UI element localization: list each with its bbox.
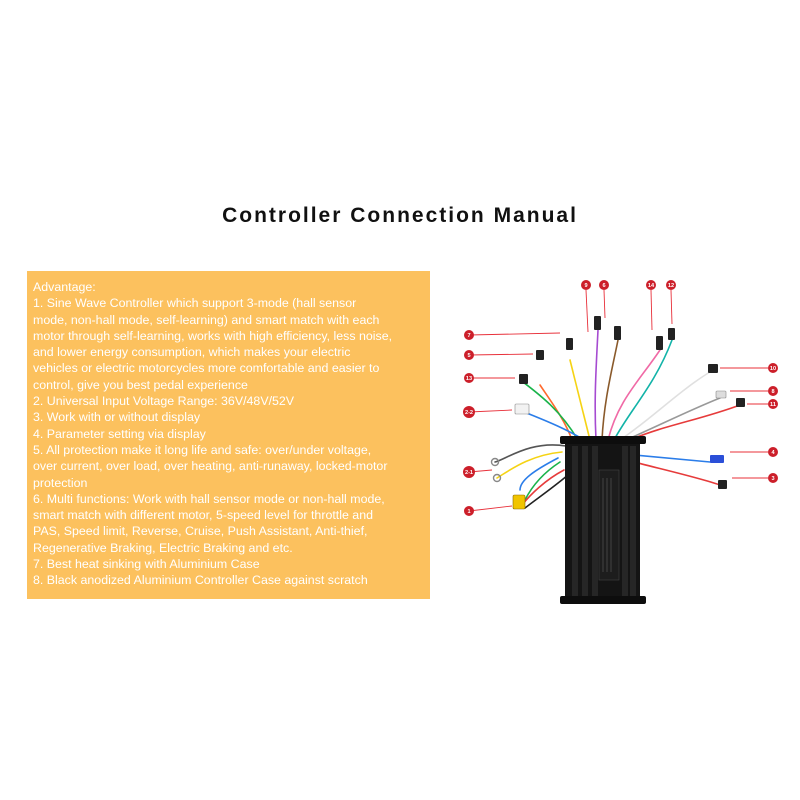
- advantage-line: Advantage:: [33, 280, 96, 294]
- callout-label: 2-1: [465, 470, 473, 476]
- callout-11: 11: [768, 399, 778, 409]
- callout-2-1: 2-1: [463, 466, 475, 478]
- callout-label: 8: [771, 389, 774, 395]
- advantage-line: 2. Universal Input Voltage Range: 36V/48…: [33, 394, 295, 409]
- advantage-line: vehicles or electric motorcycles more co…: [33, 361, 380, 376]
- callout-4: 4: [768, 447, 778, 457]
- controller-diagram: 9 6 14 12 7 5 10 13 8 2-2 11 4: [463, 280, 778, 604]
- callout-label: 2-2: [465, 410, 473, 416]
- wire-bundle: [494, 329, 741, 509]
- callout-label: 10: [770, 366, 776, 372]
- advantage-line: mode, non-hall mode, self-learning) and …: [33, 312, 380, 327]
- callout-10: 10: [768, 363, 778, 373]
- advantage-line: 5. All protection make it long life and …: [33, 442, 372, 457]
- callout-label: 13: [466, 376, 472, 382]
- advantage-line: 1. Sine Wave Controller which support 3-…: [33, 296, 357, 311]
- callout-leaders: [468, 289, 768, 512]
- advantage-line: smart match with different motor, 5-spee…: [33, 508, 373, 523]
- advantage-line: and lower energy consumption, which make…: [33, 345, 351, 360]
- callout-3: 3: [768, 473, 778, 483]
- controller-case: [560, 436, 646, 604]
- callout-1: 1: [464, 506, 474, 516]
- advantage-line: 3. Work with or without display: [33, 410, 201, 425]
- advantage-line: control, give you best pedal experience: [33, 377, 248, 392]
- callout-13: 13: [464, 373, 474, 383]
- callout-label: 4: [771, 450, 775, 456]
- callout-9: 9: [581, 280, 591, 290]
- advantage-line: motor through self-learning, works with …: [33, 328, 393, 343]
- callout-6: 6: [599, 280, 609, 290]
- advantage-line: PAS, Speed limit, Reverse, Cruise, Push …: [33, 524, 368, 539]
- callout-label: 11: [770, 402, 776, 408]
- advantage-line: Regenerative Braking, Electric Braking a…: [33, 540, 293, 555]
- callout-label: 9: [584, 283, 587, 289]
- callout-label: 6: [602, 283, 605, 289]
- callout-8: 8: [768, 386, 778, 396]
- callout-7: 7: [464, 330, 474, 340]
- connectors: [490, 316, 745, 510]
- callout-label: 12: [668, 283, 674, 289]
- advantage-line: 7. Best heat sinking with Aluminium Case: [33, 557, 260, 572]
- callout-2-2: 2-2: [463, 406, 475, 418]
- callout-label: 1: [467, 509, 470, 515]
- advantage-line: over current, over load, over heating, a…: [33, 459, 388, 474]
- callout-label: 14: [648, 283, 655, 289]
- callout-12: 12: [666, 280, 676, 290]
- callout-label: 3: [771, 476, 774, 482]
- advantage-line: 4. Parameter setting via display: [33, 426, 206, 441]
- callout-5: 5: [464, 350, 474, 360]
- callout-label: 5: [467, 353, 470, 359]
- advantage-line: 8. Black anodized Aluminium Controller C…: [33, 573, 368, 588]
- advantages-panel: Advantage: 1. Sine Wave Controller which…: [27, 271, 430, 599]
- advantage-line: protection: [33, 475, 88, 490]
- callout-14: 14: [646, 280, 656, 290]
- advantage-line: 6. Multi functions: Work with hall senso…: [33, 491, 385, 506]
- page-title: Controller Connection Manual: [222, 204, 578, 227]
- callout-label: 7: [467, 333, 470, 339]
